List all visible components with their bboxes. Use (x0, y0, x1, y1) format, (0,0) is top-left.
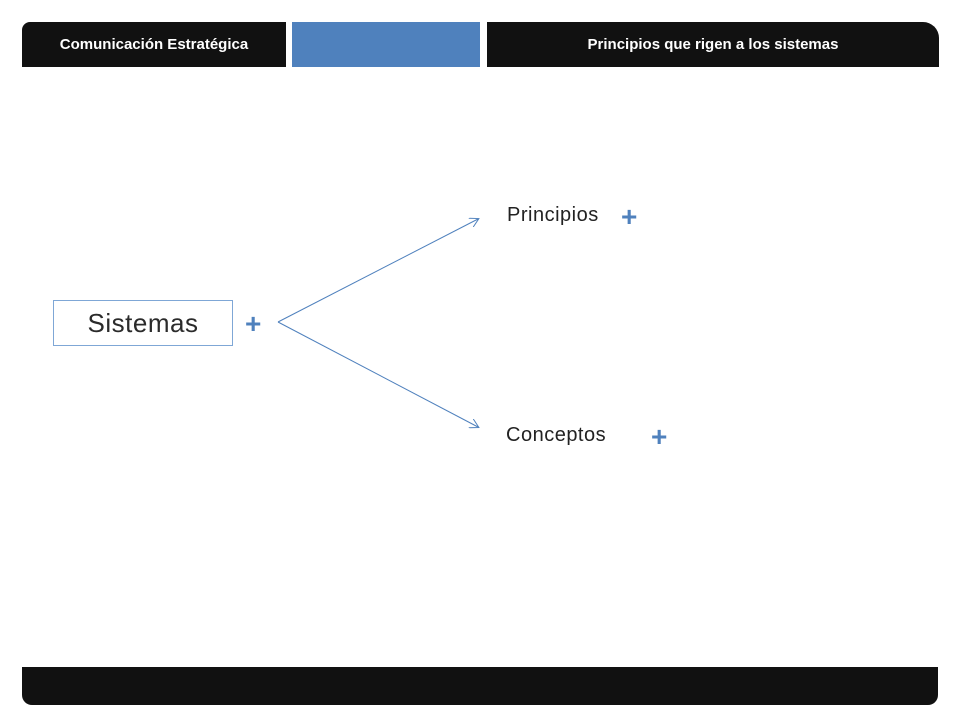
sistemas-expand-icon[interactable]: + (245, 308, 262, 339)
header-accent-block (292, 22, 480, 67)
arrow-to-conceptos (277, 321, 478, 427)
header-tab-comunicacion: Comunicación Estratégica (22, 22, 286, 67)
sistemas-node[interactable]: Sistemas (53, 300, 233, 346)
principios-label: Principios (507, 204, 599, 226)
sistemas-label: Sistemas (87, 307, 199, 338)
header-tab-principios: Principios que rigen a los sistemas (487, 22, 939, 67)
footer-bar (22, 667, 938, 705)
arrow-to-principios (277, 219, 478, 323)
principios-expand-icon[interactable]: + (621, 201, 638, 232)
conceptos-label: Conceptos (506, 424, 607, 446)
conceptos-expand-icon[interactable]: + (651, 421, 668, 452)
